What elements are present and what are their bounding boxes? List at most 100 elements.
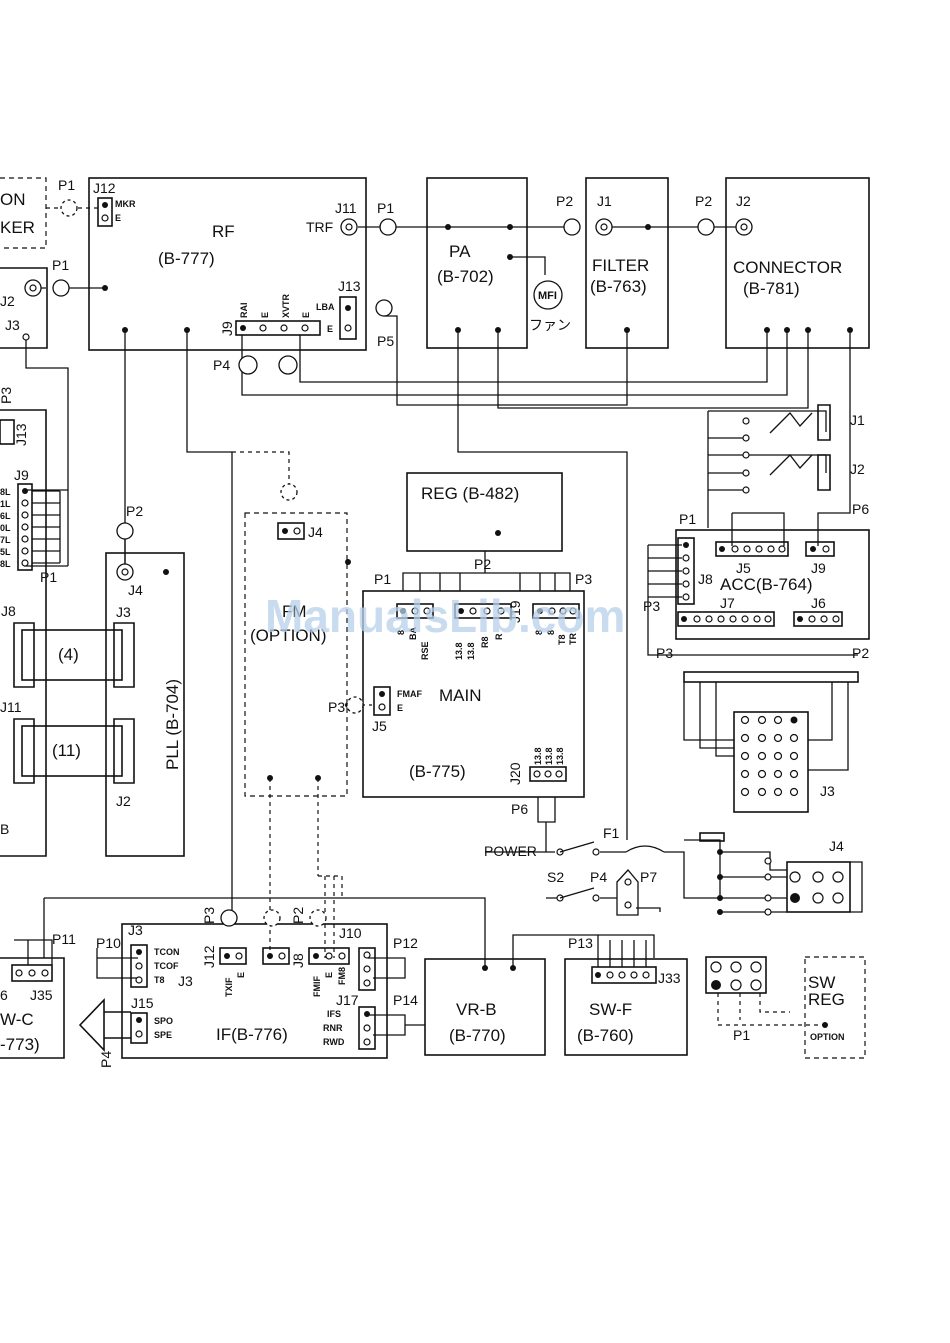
svg-text:J35: J35 (30, 987, 53, 1003)
svg-text:E: E (115, 213, 121, 223)
vrb-title: VR-B (456, 1000, 497, 1019)
reg-title: REG (B-482) (421, 484, 519, 503)
svg-text:J2: J2 (0, 293, 15, 309)
acc-title: ACC(B-764) (720, 575, 813, 594)
svg-text:FMAF: FMAF (397, 689, 422, 699)
svg-text:LBA: LBA (316, 302, 335, 312)
rf-model: (B-777) (158, 249, 215, 268)
svg-text:J13: J13 (338, 278, 361, 294)
svg-text:J8: J8 (290, 953, 306, 968)
swreg-option: OPTION (810, 1032, 845, 1042)
svg-text:J1: J1 (597, 193, 612, 209)
svg-text:F1: F1 (603, 825, 620, 841)
svg-text:J4: J4 (829, 838, 844, 854)
swc-unit (0, 957, 65, 1059)
svg-text:P11: P11 (52, 931, 76, 947)
svg-text:6: 6 (0, 987, 8, 1003)
svg-text:J9: J9 (811, 560, 826, 576)
svg-text:J5: J5 (736, 560, 751, 576)
svg-text:J8: J8 (1, 603, 16, 619)
watermark: ManualsLib.com (265, 590, 625, 642)
svg-text:P2: P2 (474, 556, 491, 572)
svg-text:J20: J20 (507, 762, 523, 785)
pll-title: PLL (B-704) (163, 679, 182, 770)
svg-text:SPE: SPE (154, 1030, 172, 1040)
if-title: IF(B-776) (216, 1025, 288, 1044)
swc-title: W-C (0, 1010, 34, 1029)
swreg-title-1: SW (808, 973, 835, 992)
svg-text:J4: J4 (128, 582, 143, 598)
swf-title: SW-F (589, 1000, 632, 1019)
junction-dots (102, 224, 853, 1028)
connector-labels: P1 J12 MKR E J11 P1 TRF P2 J1 P2 J2 MFI … (0, 177, 869, 1068)
svg-text:ファン: ファン (529, 317, 571, 333)
svg-text:8L: 8L (0, 487, 11, 497)
svg-text:J3: J3 (820, 783, 835, 799)
svg-text:J8: J8 (698, 571, 713, 587)
pll-unit (105, 552, 185, 857)
svg-text:MKR: MKR (115, 199, 136, 209)
svg-text:J2: J2 (736, 193, 751, 209)
block-labels: RF (B-777) PA (B-702) FILTER (B-763) CON… (0, 190, 845, 1054)
svg-text:J3: J3 (5, 317, 20, 333)
svg-text:E: E (236, 972, 246, 978)
svg-text:6L: 6L (0, 511, 11, 521)
swf-unit (564, 958, 688, 1056)
svg-text:8: 8 (396, 630, 406, 635)
pa-title: PA (449, 242, 471, 261)
main-title: MAIN (439, 686, 482, 705)
svg-text:R: R (494, 633, 504, 640)
svg-text:SPO: SPO (154, 1016, 173, 1026)
svg-text:IFS: IFS (327, 1009, 341, 1019)
left-top-line1: ON (0, 190, 26, 209)
swc-model: -773) (0, 1035, 40, 1054)
svg-text:J9: J9 (219, 321, 235, 336)
swf-model: (B-760) (577, 1026, 634, 1045)
svg-text:XVTR: XVTR (281, 293, 291, 318)
svg-text:P6: P6 (511, 801, 528, 817)
svg-text:TCON: TCON (154, 947, 180, 957)
svg-text:J3: J3 (128, 922, 143, 938)
svg-text:S2: S2 (547, 869, 564, 885)
svg-text:BA: BA (408, 627, 418, 640)
svg-text:FM8: FM8 (337, 967, 347, 985)
svg-text:J9: J9 (14, 467, 29, 483)
swreg-unit (804, 956, 866, 1059)
svg-text:E: E (397, 703, 403, 713)
svg-text:J19: J19 (507, 600, 523, 623)
left-mid-unit (0, 267, 48, 349)
module-11-label: (11) (52, 741, 81, 760)
pin-headers (0, 197, 851, 1052)
fm-model: (OPTION) (250, 626, 327, 645)
coax-jacks (22, 199, 753, 927)
svg-text:TR: TR (568, 633, 578, 645)
svg-text:J6: J6 (811, 595, 826, 611)
svg-text:RWD: RWD (323, 1037, 345, 1047)
svg-text:TXIF: TXIF (224, 977, 234, 997)
svg-text:J5: J5 (372, 718, 387, 734)
svg-text:J2: J2 (116, 793, 131, 809)
svg-text:P10: P10 (96, 935, 121, 951)
svg-text:T8: T8 (557, 634, 567, 645)
svg-text:P2: P2 (126, 503, 143, 519)
filter-model: (B-763) (590, 277, 647, 296)
svg-text:8: 8 (546, 630, 556, 635)
svg-text:P4: P4 (590, 869, 607, 885)
svg-text:P2: P2 (852, 645, 869, 661)
svg-text:P1: P1 (374, 571, 391, 587)
svg-text:E: E (327, 324, 333, 334)
svg-text:P2: P2 (290, 907, 306, 924)
svg-text:RAI: RAI (239, 303, 249, 319)
svg-text:P1: P1 (733, 1027, 750, 1043)
svg-text:P3: P3 (201, 907, 217, 924)
if-unit (121, 923, 388, 1059)
svg-text:TRF: TRF (306, 219, 333, 235)
pa-unit (426, 177, 528, 349)
svg-text:R8: R8 (480, 636, 490, 648)
left-top-line2: KER (0, 218, 35, 237)
svg-text:0L: 0L (0, 523, 11, 533)
svg-text:P3: P3 (575, 571, 592, 587)
svg-text:T8: T8 (154, 975, 165, 985)
fm-title: FM (282, 602, 307, 621)
svg-text:J12: J12 (93, 180, 116, 196)
